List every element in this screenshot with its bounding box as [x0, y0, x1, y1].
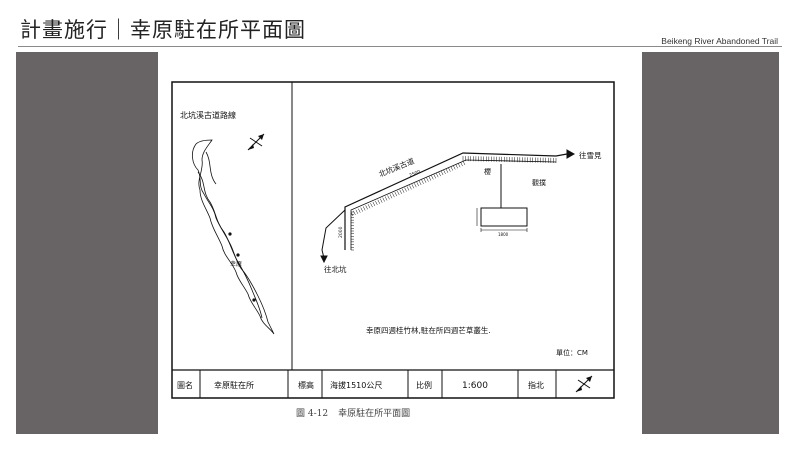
page-title: 計畫施行｜幸原駐在所平面圖: [20, 18, 306, 42]
figure-caption-text: 幸原駐在所平面圖: [338, 409, 411, 419]
trail-hatching: [350, 156, 557, 251]
site-plan-drawing: 北坑溪古道路線 幸原 北: [171, 81, 615, 399]
watchtower-label: 觀撲: [532, 178, 546, 187]
name-label: 圖名: [177, 380, 193, 390]
header-rule: [18, 46, 782, 47]
unit-label: 單位：CM: [556, 348, 588, 357]
elev-label: 標高: [298, 380, 314, 390]
site-note: 幸原四週桂竹林,駐在所四週芒草叢生.: [366, 325, 491, 335]
scale-label: 比例: [416, 380, 432, 390]
figure-caption: 圖 4-12 幸原駐在所平面圖: [296, 406, 410, 419]
inset-station-label: 幸原: [230, 260, 242, 268]
trail-path: [344, 149, 576, 250]
elev-value: 海拔1510公尺: [330, 380, 382, 390]
drawing-sheet: 北坑溪古道路線 幸原 北: [158, 52, 642, 434]
page-subtitle: Beikeng River Abandoned Trail: [661, 36, 778, 46]
to-beikeng-label: 往北坑: [324, 264, 347, 274]
inset-title: 北坑溪古道路線: [180, 110, 236, 120]
dimension-vertical: 2000: [338, 226, 344, 238]
inset-river-map: [192, 139, 275, 335]
station-building: [480, 207, 528, 227]
right-gray-panel: [642, 52, 779, 434]
inset-north-arrow-icon: [247, 133, 265, 151]
arrow-to-beikeng: [320, 209, 346, 264]
title-block-north-arrow-icon: [575, 375, 593, 393]
flag-label: 櫻: [484, 167, 491, 176]
north-label: 指北: [528, 380, 544, 390]
dimension-long: 2500: [409, 169, 422, 179]
dimension-building: 1800: [498, 232, 509, 237]
scale-value: 1:600: [462, 381, 488, 391]
figure-number: 圖 4-12: [296, 409, 329, 419]
name-value: 幸原駐在所: [214, 380, 254, 390]
drawing-frame: [171, 81, 615, 399]
left-gray-panel: [16, 52, 158, 434]
to-lazhan-label: 往雪見: [579, 150, 602, 160]
